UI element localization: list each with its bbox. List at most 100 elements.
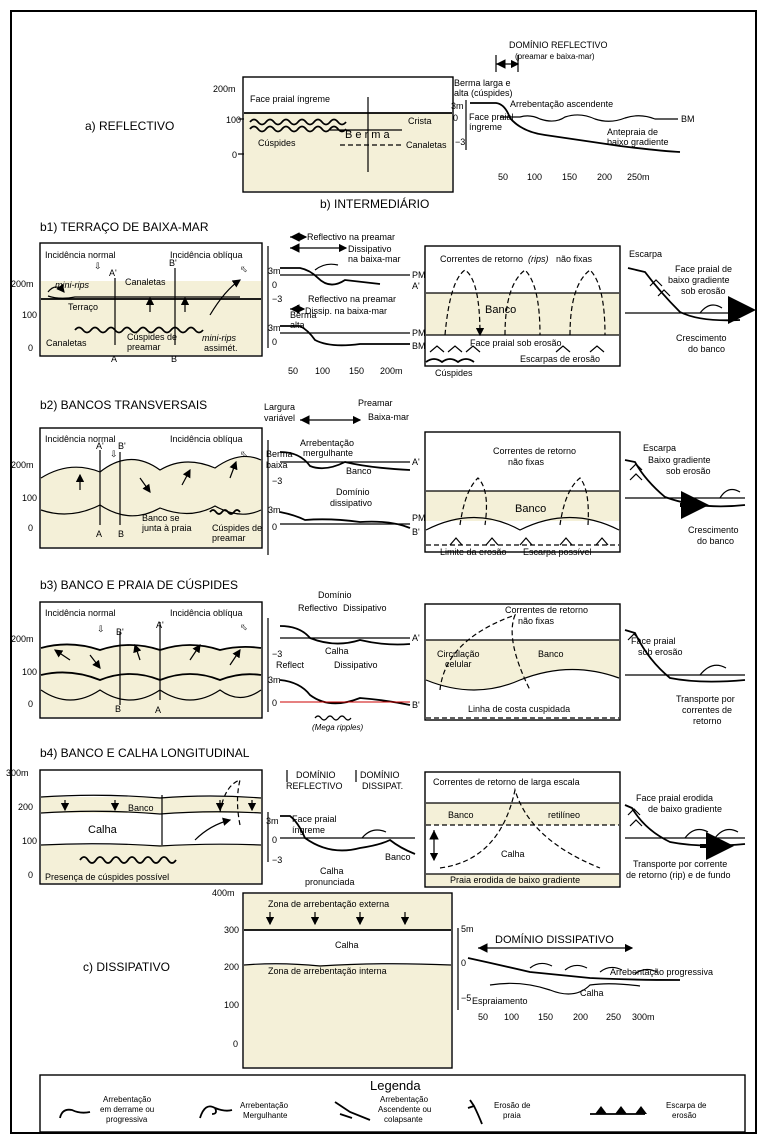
b2-title: b2) BANCOS TRANSVERSAIS	[40, 398, 207, 412]
a-dominio: DOMÍNIO REFLECTIVO	[509, 40, 608, 50]
legend-scarp-icon	[595, 1106, 647, 1114]
a-sand	[244, 113, 452, 191]
c-dominio: DOMÍNIO DISSIPATIVO	[495, 933, 614, 946]
b4-tick-100: 100	[22, 836, 37, 846]
b2-banco-2: Banco	[515, 503, 546, 515]
b2-banco-se: Banco se	[142, 513, 180, 523]
c-arrebentacao: Arrebentação progressiva	[610, 967, 713, 977]
b2-arrow-normal-icon: ⇩	[110, 449, 118, 459]
b2-scarp-marks	[449, 537, 609, 546]
a-arrebentacao: Arrebentação ascendente	[510, 99, 613, 109]
b1-profile-b	[280, 325, 410, 347]
b1-mini-rips-2: mini-rips	[202, 333, 237, 343]
b3-tick-100: 100	[22, 667, 37, 677]
c-dist-250: 250	[606, 1012, 621, 1022]
b4-tick-0: 0	[28, 870, 33, 880]
b2-arrow	[229, 460, 238, 479]
b1-cuspides: Cúspides	[435, 368, 473, 378]
b2-right-scarp	[629, 463, 643, 481]
b2-correntes: Correntes de retorno	[493, 446, 576, 456]
b4-bar-top	[40, 794, 262, 799]
b2-b-prime: B'	[118, 441, 126, 451]
b4-retilineo: retilíneo	[548, 810, 580, 820]
b2-dominio: Domínio	[336, 487, 370, 497]
b1-arrow-normal-icon: ⇩	[94, 261, 102, 271]
b4-ingreme: íngreme	[292, 825, 325, 835]
section-a-reflective: a) REFLECTIVO 200m 100 0 Face praial íng…	[85, 40, 695, 193]
b1-incid-obliqua: Incidência oblíqua	[170, 250, 243, 260]
b3-dominio: Domínio	[318, 590, 352, 600]
b1-correntes: Correntes de retorno	[440, 254, 523, 264]
legend-title: Legenda	[370, 1078, 421, 1093]
b3-reflectivo: Reflectivo	[298, 603, 338, 613]
a-antepraia-2: baixo gradiente	[607, 137, 669, 147]
b2-prof-minus3: −3	[272, 476, 282, 486]
b3-mega-ripples	[314, 715, 352, 721]
b1-na-baixa-mar: na baixa-mar	[348, 254, 401, 264]
b3-linha-costa: Linha de costa cuspidada	[468, 704, 570, 714]
b2-variavel: variável	[264, 413, 295, 423]
b2-rip-sand	[426, 491, 619, 521]
legend-item3c: colapsante	[384, 1115, 423, 1124]
b3-rip-cell	[439, 613, 531, 691]
b3-arrow	[133, 643, 142, 661]
legend-surging-icon	[334, 1101, 371, 1121]
a-dist-150: 150	[562, 172, 577, 182]
b1-sand	[41, 281, 261, 355]
b1-face-erosao: Face praial sob erosão	[470, 338, 562, 348]
legend-box	[39, 1074, 746, 1133]
b2-largura: Largura	[264, 402, 295, 412]
b1-tick-0: 0	[28, 343, 33, 353]
b3-face-praial: Face praial	[631, 636, 676, 646]
b1-prof-3m-2: 3m	[268, 323, 281, 333]
b4-rip-box	[424, 771, 621, 888]
b4-prof-0: 0	[272, 835, 277, 845]
b2-cusps	[209, 509, 241, 515]
b1-oblique-arrow	[209, 279, 241, 316]
c-dist-200: 200	[573, 1012, 588, 1022]
c-inner-sand	[244, 965, 451, 1067]
b1-prof-0: 0	[272, 280, 277, 290]
c-waves	[529, 962, 658, 975]
b1-cusps	[74, 326, 204, 334]
b3-arrow-normal-icon: ⇩	[97, 624, 105, 634]
c-tick-300: 300	[224, 925, 239, 935]
b2-arrebentacao: Arrebentação	[300, 438, 354, 448]
b2-baixa: baixa	[266, 460, 288, 470]
c-profile	[467, 957, 681, 981]
a-beach-profile	[470, 102, 681, 153]
a-dist-250: 250m	[627, 172, 650, 182]
a-tick-200: 200m	[213, 84, 236, 94]
b3-right-profile	[624, 629, 746, 683]
c-tick-100: 100	[224, 1000, 239, 1010]
b3-nao-fixas: não fixas	[518, 616, 555, 626]
a-prof-0: 0	[453, 113, 458, 123]
b1-dist-50: 50	[288, 366, 298, 376]
a-water-surface	[500, 114, 678, 122]
b1-prof-3m: 3m	[268, 266, 281, 276]
b1-tick-200: 200m	[11, 279, 34, 289]
b4-dominio-2: DOMÍNIO	[360, 770, 400, 780]
b1-rip-sand	[426, 293, 619, 335]
section-a-title: a) REFLECTIVO	[85, 119, 174, 133]
c-prof-5m: 5m	[461, 924, 474, 934]
b1-rips: (rips)	[528, 254, 549, 264]
b2-baixo-gradiente: Baixo gradiente	[648, 455, 711, 465]
c-dist-100: 100	[504, 1012, 519, 1022]
b2-escarpa: Escarpa	[643, 443, 676, 453]
b1-rip-1	[444, 269, 485, 337]
b1-scarp-marks	[429, 345, 605, 353]
b1-assimet: assimét.	[204, 343, 238, 353]
b4-profile	[280, 815, 416, 855]
legend-item3b: Ascendente ou	[378, 1105, 431, 1114]
b2-mergulhante: mergulhante	[303, 448, 353, 458]
b2-arrow-oblique-icon: ⬁	[240, 449, 248, 459]
c-dist-50: 50	[478, 1012, 488, 1022]
c-tick-400: 400m	[212, 888, 235, 898]
b1-dist-100: 100	[315, 366, 330, 376]
legend-item2a: Arrebentação	[240, 1101, 289, 1110]
b4-right-scarp	[627, 808, 643, 827]
b2-junta-praia: junta à praia	[141, 523, 192, 533]
legend-item1b: em derrame ou	[100, 1105, 154, 1114]
